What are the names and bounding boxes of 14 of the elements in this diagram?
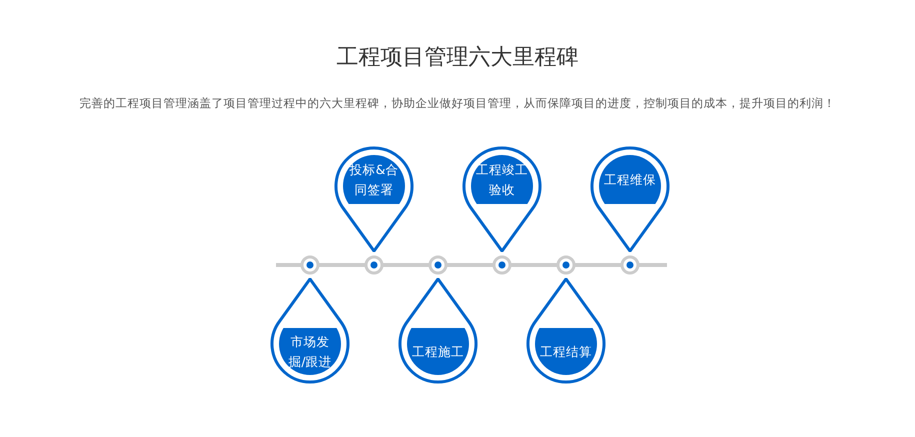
milestone-label: 市场发掘/跟进 (287, 333, 333, 371)
milestone-pin (526, 278, 606, 384)
milestone-label: 工程维保 (603, 171, 657, 189)
title: 工程项目管理六大里程碑 (336, 45, 578, 70)
milestone-pin (398, 278, 478, 384)
milestone-pin (334, 146, 414, 252)
milestone-label: 工程竣工验收 (475, 161, 529, 199)
subtitle: 完善的工程项目管理涵盖了项目管理过程中的六大里程碑，协助企业做好项目管理，从而保障项目的进度，控制项目的成本，提升项目的利润！ (80, 96, 836, 110)
milestone-label: 工程施工 (411, 343, 465, 361)
milestone-label: 投标&合同签署 (348, 161, 400, 199)
milestone-pin (590, 146, 670, 252)
milestone-pin (270, 278, 350, 384)
milestone-pin (462, 146, 542, 252)
milestone-label: 工程结算 (539, 343, 593, 361)
